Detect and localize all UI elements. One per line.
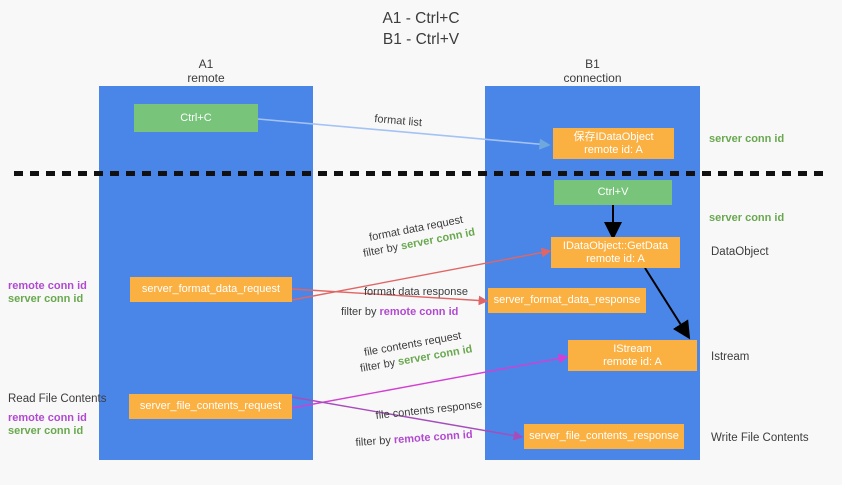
label-format-data-response-filter: filter by remote conn id xyxy=(341,305,458,319)
label-istream: Istream xyxy=(711,351,750,363)
filter-prefix: filter by xyxy=(362,240,403,260)
phase-divider xyxy=(14,171,830,176)
box-server-format-data-request[interactable]: server_format_data_request xyxy=(130,277,292,302)
column-header-a1: A1 remote xyxy=(187,57,225,85)
box-ctrl-v[interactable]: Ctrl+V xyxy=(554,180,672,205)
label-format-list-text: format list xyxy=(373,112,423,130)
label-write-file-contents: Write File Contents xyxy=(711,432,809,444)
label-dataobject: DataObject xyxy=(711,246,769,258)
label-file-contents-response: file contents response xyxy=(375,398,483,423)
box-istream[interactable]: IStream remote id: A xyxy=(568,340,697,371)
label-format-data-response: format data response xyxy=(364,285,468,299)
box-idataobject-getdata[interactable]: IDataObject::GetData remote id: A xyxy=(551,237,680,268)
label-file-contents-response-filter: filter by remote conn id xyxy=(355,428,473,450)
box-server-file-contents-response[interactable]: server_file_contents_response xyxy=(524,424,684,449)
label-server-conn-id-mid: server conn id xyxy=(709,212,785,224)
box-save-idataobject[interactable]: 保存IDataObject remote id: A xyxy=(553,128,674,159)
label-format-server-conn-id: server conn id xyxy=(8,293,84,305)
page-title: A1 - Ctrl+C B1 - Ctrl+V xyxy=(382,10,460,48)
filter-value-remote-conn-id: remote conn id xyxy=(393,428,473,447)
column-header-b1: B1 connection xyxy=(563,57,622,85)
box-server-format-data-response[interactable]: server_format_data_response xyxy=(488,288,646,313)
label-format-remote-conn-id: remote conn id xyxy=(8,280,87,292)
box-ctrl-c[interactable]: Ctrl+C xyxy=(134,104,258,132)
label-file-contents-response-text: file contents response xyxy=(375,398,483,422)
label-format-data-response-text: format data response xyxy=(364,286,468,298)
label-server-conn-id-top: server conn id xyxy=(709,133,785,145)
label-format-list: format list xyxy=(374,112,423,130)
label-file-remote-conn-id: remote conn id xyxy=(8,412,87,424)
filter-prefix: filter by xyxy=(355,434,395,449)
filter-value-remote-conn-id: remote conn id xyxy=(379,306,459,318)
box-server-file-contents-request[interactable]: server_file_contents_request xyxy=(129,394,292,419)
label-file-server-conn-id: server conn id xyxy=(8,425,84,437)
filter-prefix: filter by xyxy=(341,306,380,318)
label-read-file-contents: Read File Contents xyxy=(8,393,107,405)
